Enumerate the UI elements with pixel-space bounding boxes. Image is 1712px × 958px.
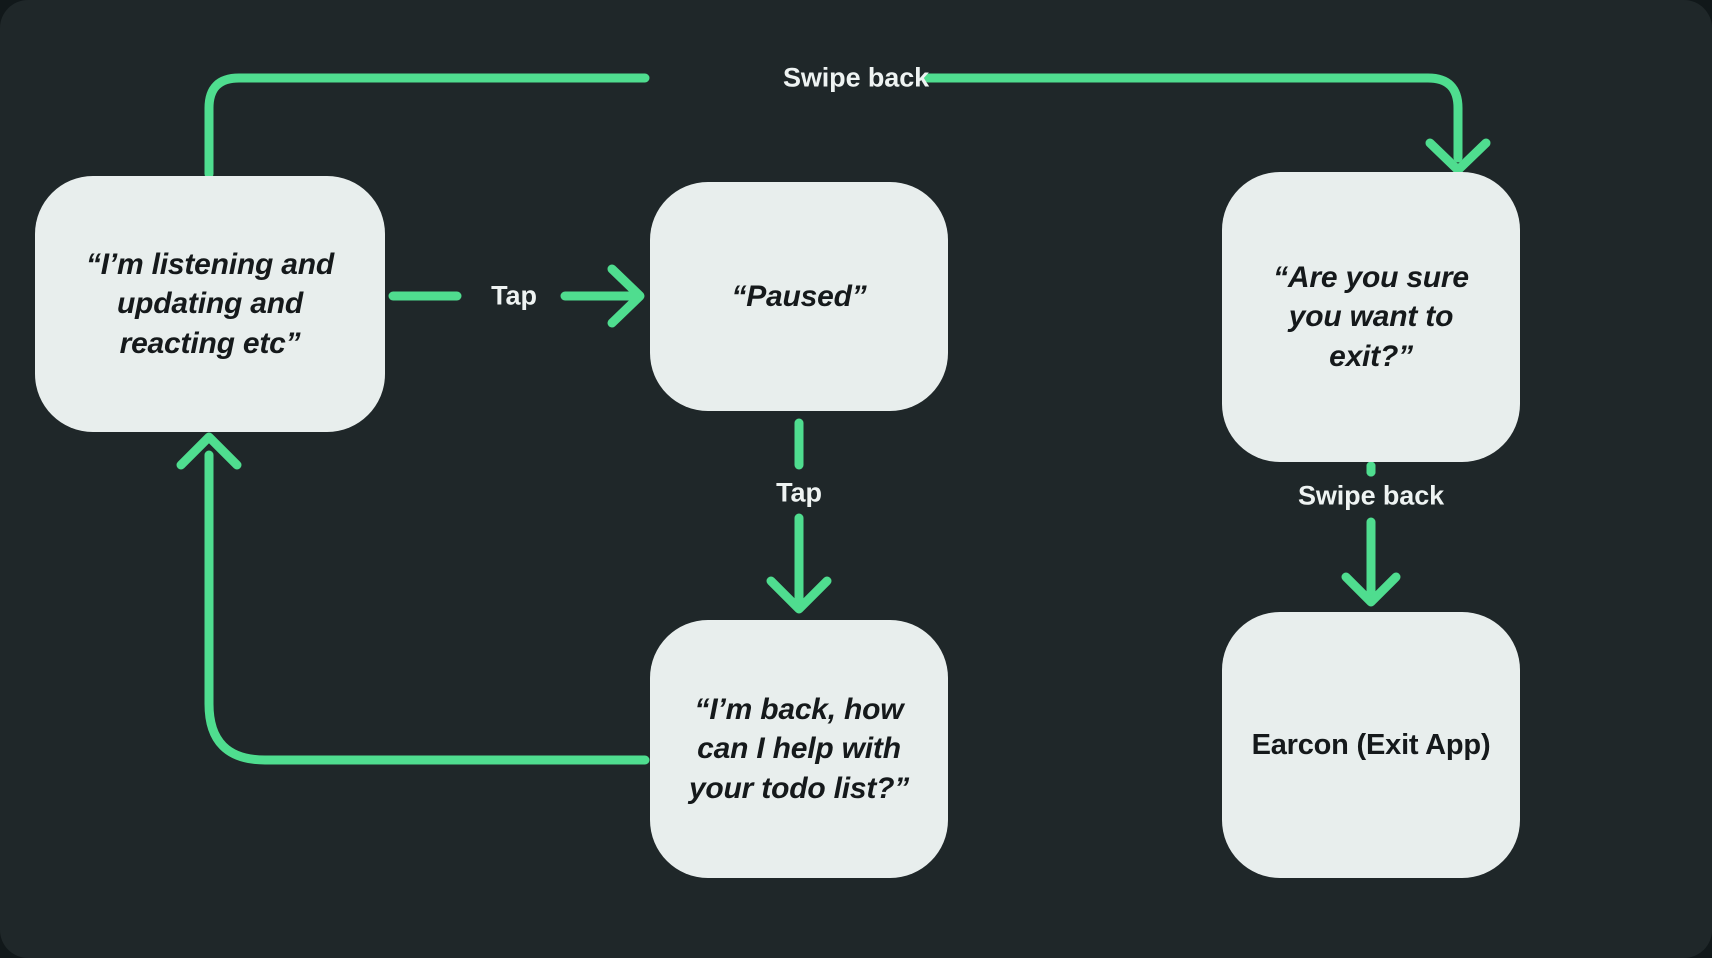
edge-path-swipe-back-top-right bbox=[923, 73, 1463, 163]
node-back[interactable]: “I’m back, how can I help with your todo… bbox=[650, 620, 948, 878]
edge-label-tap-paused-back: Tap bbox=[776, 477, 822, 508]
edge-back-to-listening bbox=[176, 432, 650, 765]
edge-path-swipe-back-top-left bbox=[204, 73, 650, 179]
node-earcon-label: Earcon (Exit App) bbox=[1251, 728, 1491, 761]
node-paused-label: “Paused” bbox=[731, 279, 867, 313]
node-earcon[interactable]: Earcon (Exit App) bbox=[1222, 612, 1520, 878]
node-paused[interactable]: “Paused” bbox=[650, 182, 948, 411]
edge-label-swipe-back-exit: Swipe back bbox=[1297, 480, 1445, 511]
node-listening[interactable]: “I’m listening and updating and reacting… bbox=[35, 176, 385, 432]
arrowhead-down-into-confirm-exit bbox=[1425, 138, 1491, 175]
node-back-label: “I’m back, how can I help with your todo… bbox=[688, 692, 910, 805]
edge-label-tap-listening-paused: Tap bbox=[491, 280, 537, 311]
arrowhead-right-into-paused bbox=[607, 264, 645, 328]
arrowhead-down-into-back bbox=[766, 576, 832, 614]
arrowhead-up-into-listening bbox=[176, 432, 242, 470]
edge-label-swipe-back-top: Swipe back bbox=[782, 62, 930, 93]
edge-path-return-loop bbox=[204, 450, 650, 765]
node-listening-label: “I’m listening and updating and reacting… bbox=[85, 247, 335, 360]
node-confirm-exit[interactable]: “Are you sure you want to exit?” bbox=[1222, 172, 1520, 462]
edge-paused-to-back bbox=[766, 418, 832, 614]
node-confirm-exit-label: “Are you sure you want to exit?” bbox=[1273, 260, 1469, 373]
arrowhead-down-into-earcon bbox=[1341, 572, 1401, 607]
